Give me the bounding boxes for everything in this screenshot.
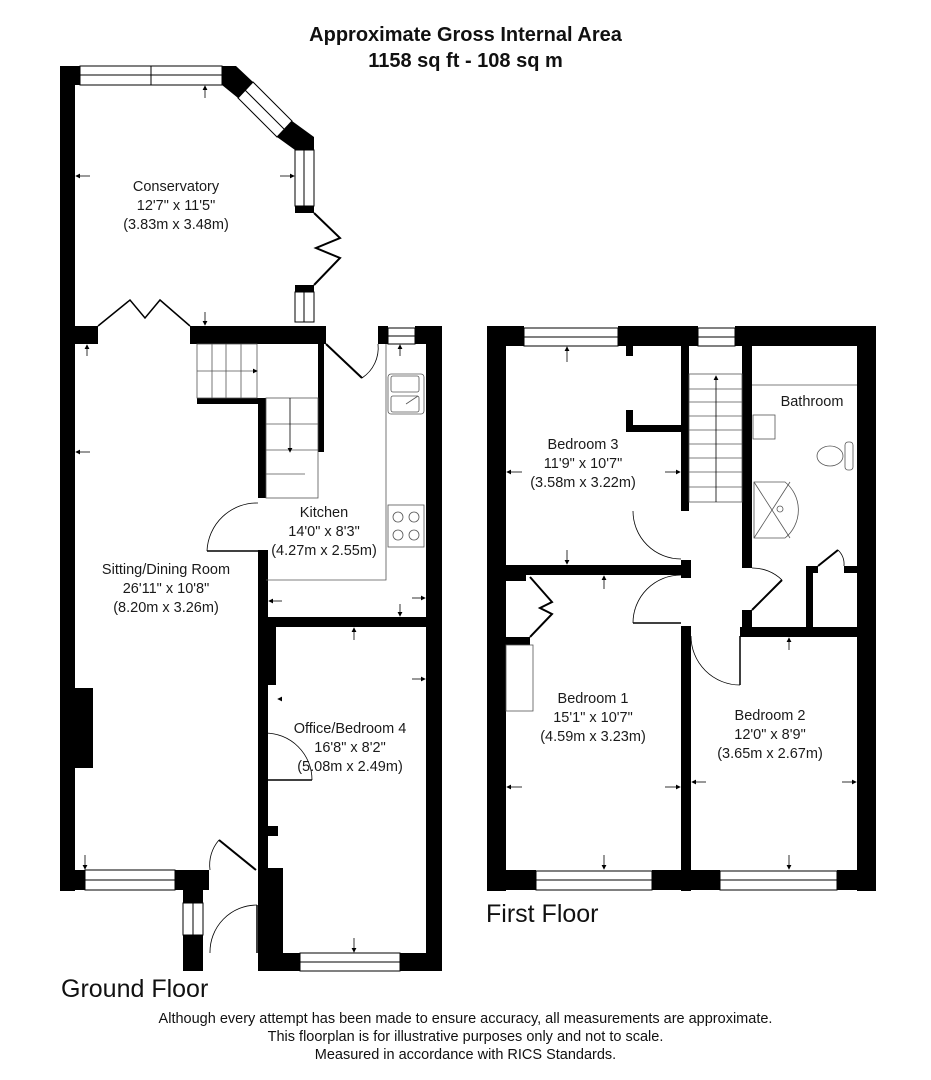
first-floor-walls xyxy=(487,326,876,891)
room-name: Sitting/Dining Room xyxy=(101,562,231,578)
first-floor-label: First Floor xyxy=(486,900,599,928)
room-size-imperial: 12'7" x 11'5" xyxy=(136,198,216,214)
room-name: Bedroom 3 xyxy=(547,437,619,453)
disclaimer-line-2: This floorplan is for illustrative purpo… xyxy=(267,1029,664,1045)
disclaimer-line-1: Although every attempt has been made to … xyxy=(158,1011,773,1027)
room-size-imperial: 16'8" x 8'2" xyxy=(314,740,386,756)
room-size-metric: (4.27m x 2.55m) xyxy=(271,543,377,559)
room-size-imperial: 15'1" x 10'7" xyxy=(553,710,633,726)
disclaimer: Although every attempt has been made to … xyxy=(0,1010,931,1064)
ground-stairs xyxy=(196,343,319,499)
room-size-metric: (8.20m x 3.26m) xyxy=(113,600,219,616)
bathroom-fixtures xyxy=(752,384,857,539)
room-size-metric: (3.65m x 2.67m) xyxy=(717,746,823,762)
room-size-imperial: 12'0" x 8'9" xyxy=(734,727,806,743)
room-sitting-dining: Sitting/Dining Room 26'11" x 10'8" (8.20… xyxy=(102,561,230,618)
room-name: Conservatory xyxy=(132,179,220,195)
room-name: Kitchen xyxy=(299,505,349,521)
room-name: Bedroom 2 xyxy=(734,708,806,724)
room-name: Office/Bedroom 4 xyxy=(293,721,407,737)
area-figures: 1158 sq ft - 108 sq m xyxy=(368,50,563,72)
room-office-bedroom-4: Office/Bedroom 4 16'8" x 8'2" (5.08m x 2… xyxy=(294,720,407,777)
room-size-metric: (5.08m x 2.49m) xyxy=(297,759,403,775)
room-size-metric: (4.59m x 3.23m) xyxy=(540,729,646,745)
room-bedroom-2: Bedroom 2 12'0" x 8'9" (3.65m x 2.67m) xyxy=(717,707,823,764)
ground-floor-label: Ground Floor xyxy=(61,975,209,1003)
room-name: Bathroom xyxy=(780,394,844,410)
room-size-imperial: 14'0" x 8'3" xyxy=(288,524,360,540)
ground-floor-walls xyxy=(60,65,442,972)
room-conservatory: Conservatory 12'7" x 11'5" (3.83m x 3.48… xyxy=(123,178,229,235)
room-size-imperial: 11'9" x 10'7" xyxy=(543,456,623,472)
room-size-metric: (3.83m x 3.48m) xyxy=(123,217,229,233)
kitchen-fixtures xyxy=(266,344,425,581)
room-name: Bedroom 1 xyxy=(557,691,629,707)
room-size-metric: (3.58m x 3.22m) xyxy=(530,475,636,491)
room-size-imperial: 26'11" x 10'8" xyxy=(122,581,210,597)
room-bedroom-3: Bedroom 3 11'9" x 10'7" (3.58m x 3.22m) xyxy=(530,436,636,493)
disclaimer-line-3: Measured in accordance with RICS Standar… xyxy=(314,1047,617,1063)
area-title: Approximate Gross Internal Area xyxy=(309,24,622,46)
room-bathroom: Bathroom xyxy=(781,393,844,412)
first-floor-stairs xyxy=(688,373,743,503)
room-kitchen: Kitchen 14'0" x 8'3" (4.27m x 2.55m) xyxy=(271,504,377,561)
room-bedroom-1: Bedroom 1 15'1" x 10'7" (4.59m x 3.23m) xyxy=(540,690,646,747)
